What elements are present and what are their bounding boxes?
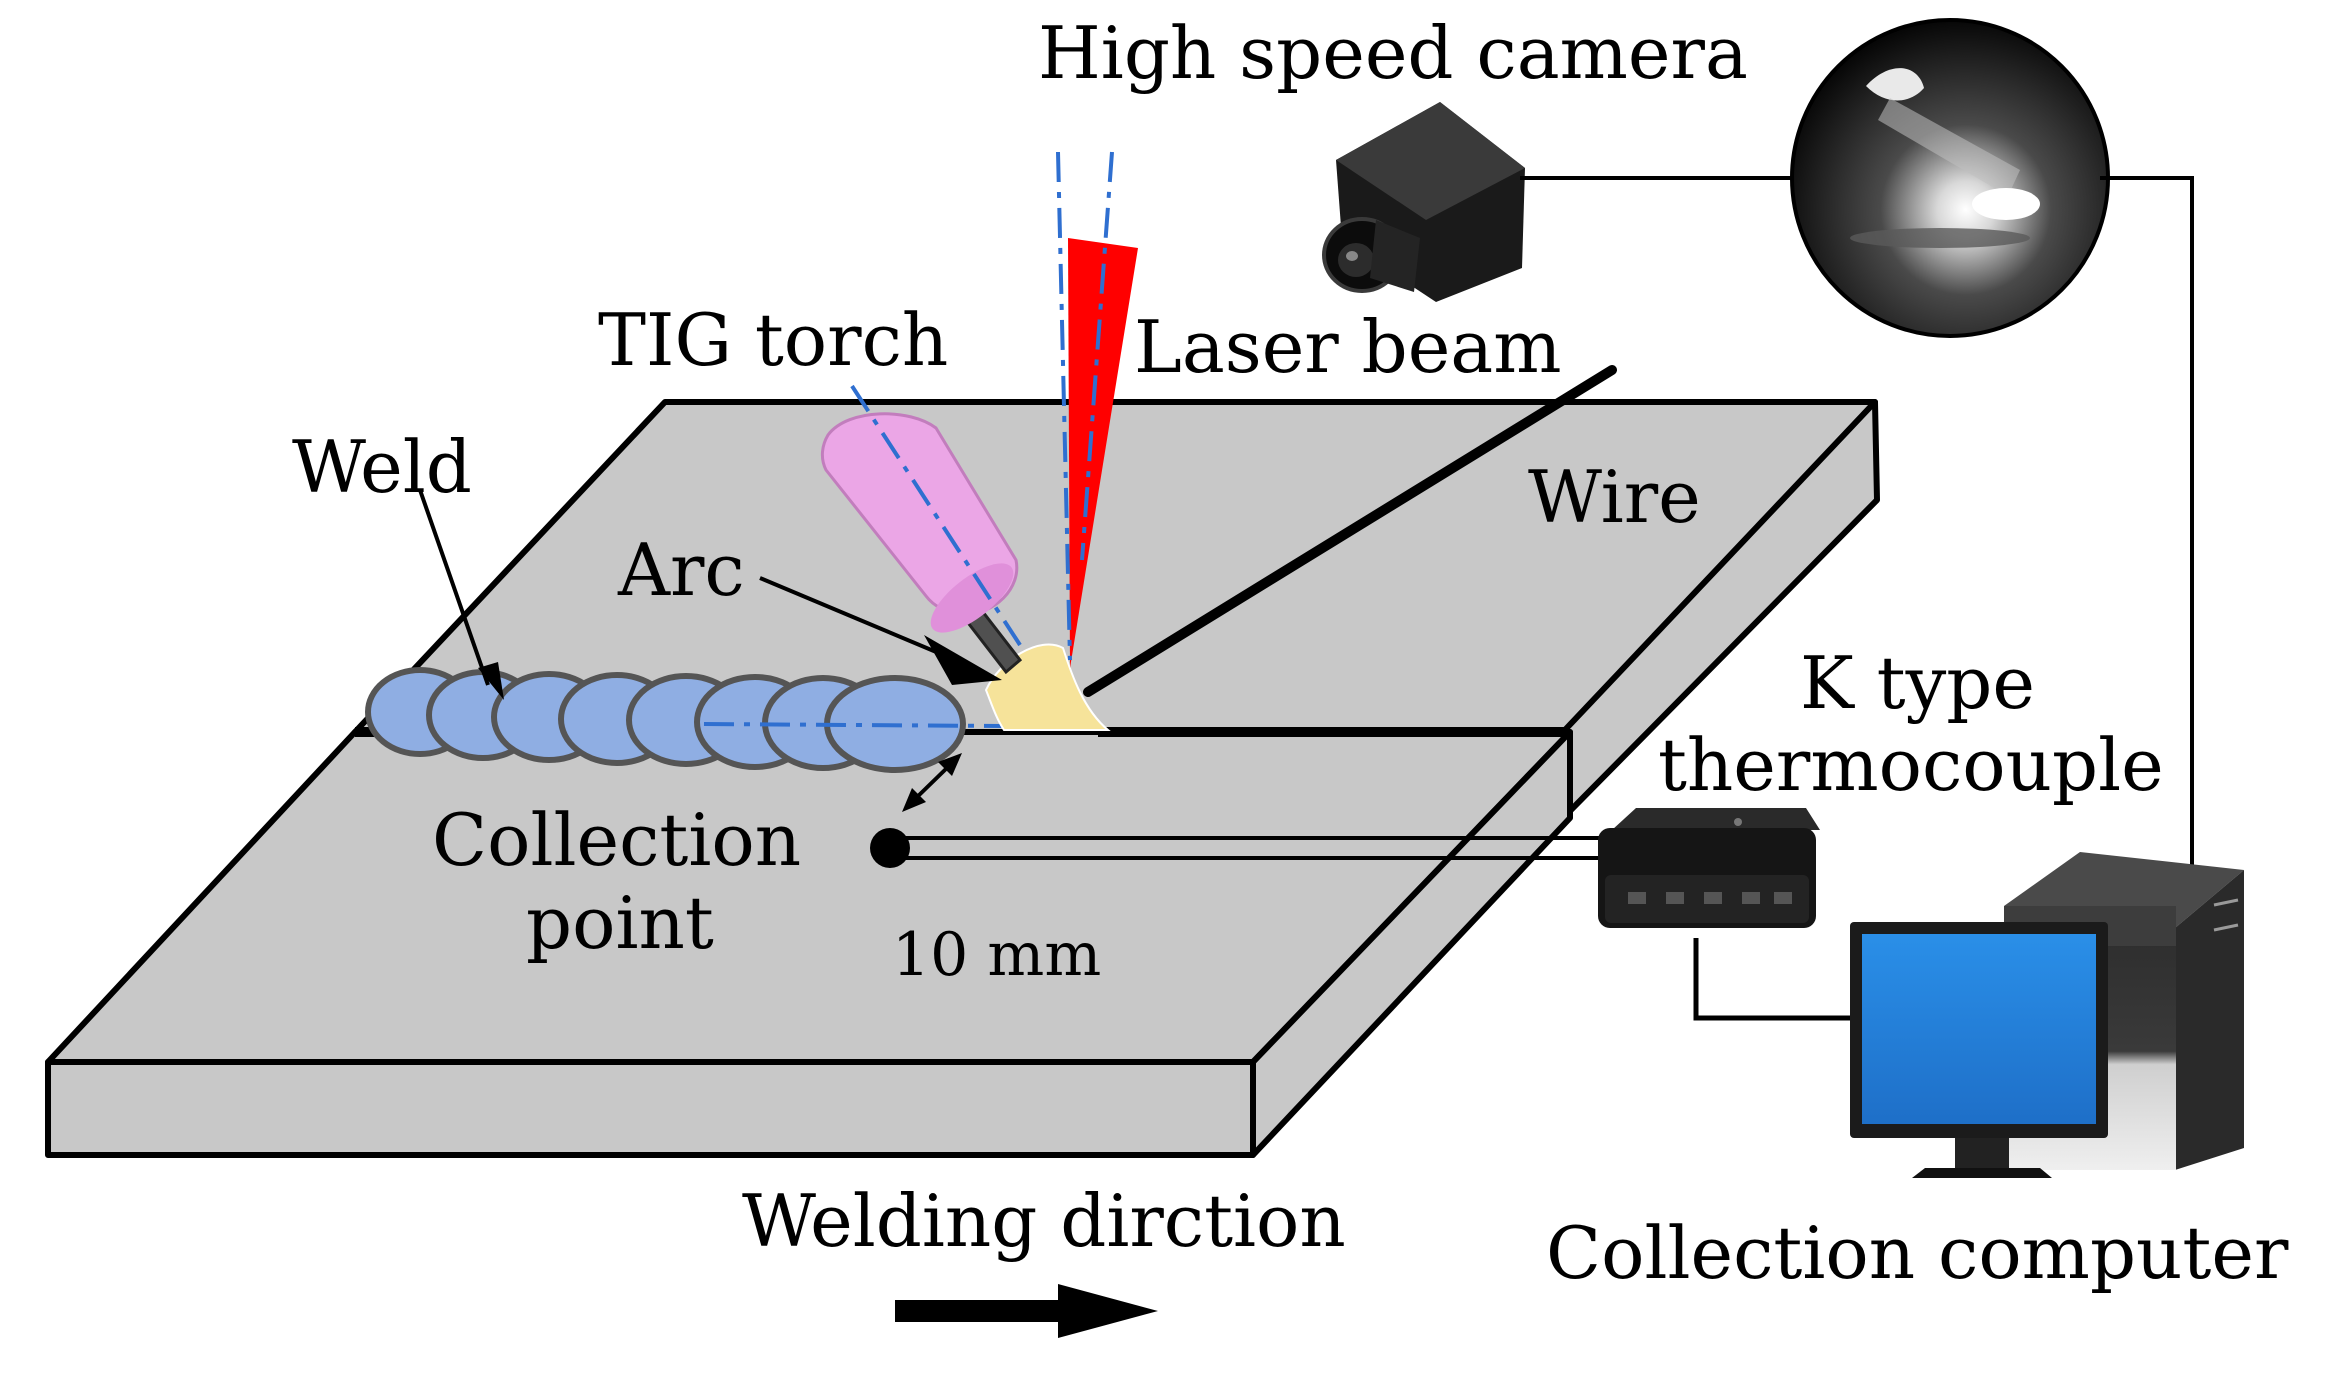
label-arc: Arc	[617, 528, 745, 612]
thermocouple-wires	[900, 836, 1615, 860]
label-laser-beam: Laser beam	[1134, 305, 1562, 389]
arc-leader	[759, 576, 1002, 685]
collection-point-dot	[870, 828, 910, 868]
tig-torch	[820, 384, 1023, 675]
label-k-type: K type	[1800, 641, 2035, 725]
weld-axis-line	[703, 722, 1005, 728]
label-distance: 10 mm	[892, 920, 1101, 990]
label-thermocouple: thermocouple	[1658, 723, 2164, 807]
camera-view-icon	[1790, 18, 2110, 338]
label-point: point	[526, 881, 714, 965]
label-tig-torch: TIG torch	[598, 298, 948, 382]
camera-to-computer-cable	[2100, 176, 2194, 870]
label-collection: Collection	[432, 798, 801, 882]
wire-line	[1083, 365, 1617, 697]
weld-bead	[365, 667, 966, 773]
label-collection-computer: Collection computer	[1546, 1211, 2289, 1295]
front-plate	[45, 727, 1573, 1158]
distance-arrow	[902, 753, 962, 812]
monitor-icon	[1850, 922, 2108, 1178]
arrow-right-icon	[895, 1284, 1158, 1338]
laser-beam-shape	[1056, 151, 1138, 668]
label-high-speed-camera: High speed camera	[1038, 11, 1748, 95]
label-weld: Weld	[292, 425, 472, 509]
weld-leader	[418, 489, 504, 700]
high-speed-camera-icon	[1322, 102, 1800, 302]
label-wire: Wire	[1528, 455, 1701, 539]
thermocouple-box-icon	[1598, 808, 1860, 1021]
label-welding-direction: Welding dirction	[742, 1179, 1346, 1263]
